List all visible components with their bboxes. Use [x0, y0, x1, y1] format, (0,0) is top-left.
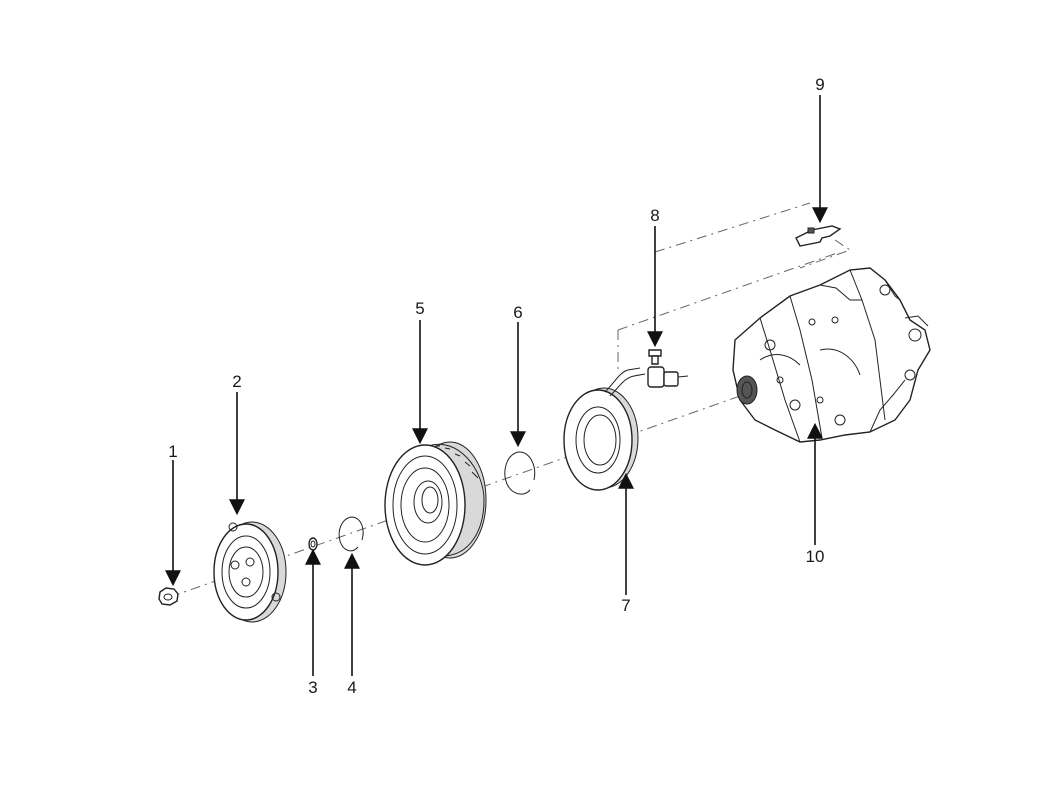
callout-6: 6: [513, 303, 522, 322]
callout-4: 4: [347, 678, 356, 697]
shim-part: [308, 537, 318, 551]
bolt-part: [158, 587, 179, 606]
callout-10: 10: [806, 547, 825, 566]
clutch-disc-part: [213, 521, 287, 623]
snap-ring-2-part: [504, 451, 536, 495]
leader-lines: [165, 95, 828, 676]
callout-1: 1: [168, 442, 177, 461]
callout-5: 5: [415, 299, 424, 318]
callout-9: 9: [815, 75, 824, 94]
field-coil-part: [563, 366, 689, 491]
pulley-part: [384, 441, 487, 566]
snap-ring-part: [338, 516, 364, 552]
screw-part: [648, 349, 662, 365]
callout-2: 2: [232, 372, 241, 391]
compressor-part: [732, 267, 931, 443]
callout-3: 3: [308, 678, 317, 697]
callout-8: 8: [650, 206, 659, 225]
callout-7: 7: [621, 596, 630, 615]
bracket-part: [795, 225, 842, 247]
